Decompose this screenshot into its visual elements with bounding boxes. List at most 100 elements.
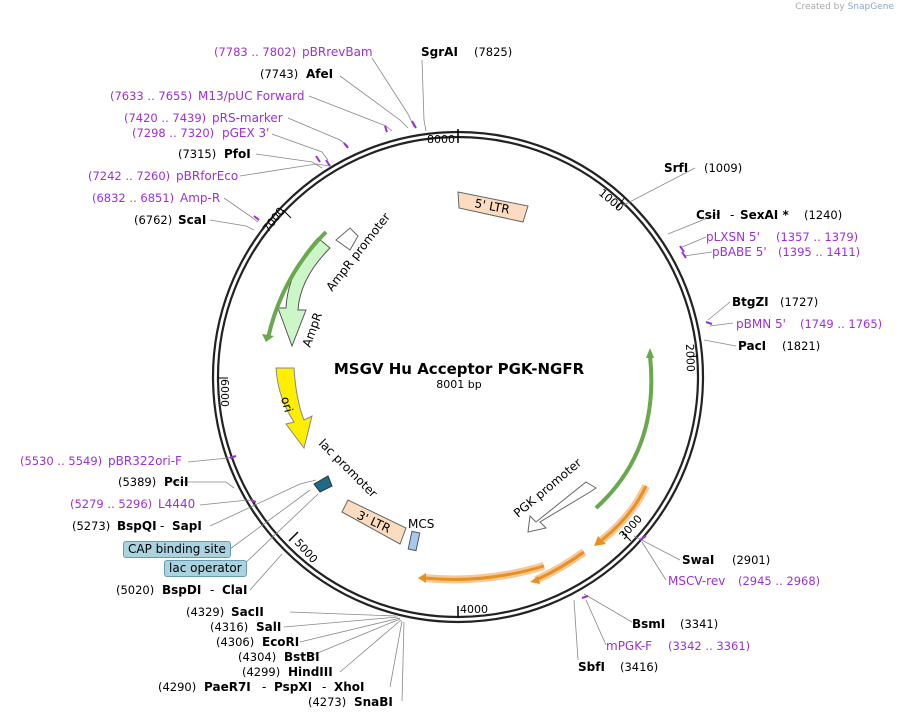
- feature-ori[interactable]: ori: [275, 367, 313, 450]
- l4440-pos: (5279 .. 5296): [70, 497, 152, 511]
- pgex-label[interactable]: pGEX 3': [222, 126, 269, 140]
- bspqi-dash: -: [160, 519, 164, 533]
- ecori-pos: (4306): [216, 635, 254, 649]
- bsmi-pos: (3341): [680, 617, 718, 631]
- paer7i-pos: (4290): [158, 680, 196, 694]
- pfoi-label[interactable]: PfoI: [224, 147, 251, 161]
- sgrai-label[interactable]: SgrAI: [421, 45, 458, 59]
- plasmid-title: MSGV Hu Acceptor PGK-NGFR: [334, 360, 585, 378]
- ruler-ticks: [218, 129, 699, 617]
- pspxi-label[interactable]: PspXI: [274, 680, 312, 694]
- sbfi-label[interactable]: SbfI: [578, 660, 605, 674]
- csii-dash: -: [730, 208, 734, 222]
- snabi-label[interactable]: SnaBI: [354, 695, 393, 709]
- mscv-label[interactable]: MSCV-rev: [668, 574, 725, 588]
- pbrrevbam-label[interactable]: pBRrevBam: [302, 45, 373, 59]
- orf-arrow-left-head: [262, 334, 274, 342]
- cap-binding-site-label[interactable]: CAP binding site: [123, 541, 231, 558]
- bspdi-pos: (5020): [116, 583, 154, 597]
- paer7i-dash: -: [262, 680, 266, 694]
- csii-label[interactable]: CsiI: [696, 208, 721, 222]
- bspdi-dash: -: [210, 583, 214, 597]
- ampr-primer-label[interactable]: Amp-R: [180, 191, 220, 205]
- paci-pos: (1821): [782, 339, 820, 353]
- swai-label[interactable]: SwaI: [682, 553, 714, 567]
- feature-5ltr[interactable]: 5' LTR: [457, 191, 529, 223]
- tick-1000: 1000: [596, 186, 626, 214]
- mpgk-label[interactable]: mPGK-F: [606, 639, 652, 653]
- pbr322-pos: (5530 .. 5549): [20, 454, 102, 468]
- ampr-primer-pos: (6832 .. 6851): [92, 191, 174, 205]
- snapgene-watermark: Created by SnapGene: [795, 2, 894, 12]
- pbabe-pos: (1395 .. 1411): [778, 245, 860, 259]
- srfi-pos: (1009): [704, 161, 742, 175]
- bspqi-label[interactable]: BspQI: [117, 519, 157, 533]
- feature-3ltr[interactable]: 3' LTR: [341, 499, 407, 545]
- feature-5ltr-label: 5' LTR: [473, 196, 510, 217]
- feature-lac-promoter[interactable]: [313, 475, 333, 493]
- clai-label[interactable]: ClaI: [222, 583, 247, 597]
- bsmi-label[interactable]: BsmI: [632, 617, 665, 631]
- pcii-label[interactable]: PciI: [164, 475, 189, 489]
- l4440-label[interactable]: L4440: [158, 497, 195, 511]
- feature-mcs-label: MCS: [408, 517, 434, 531]
- paci-label[interactable]: PacI: [738, 339, 766, 353]
- sacii-pos: (4329): [186, 605, 224, 619]
- snapgene-logo: SnapGene: [847, 2, 894, 12]
- btgzi-pos: (1727): [780, 295, 818, 309]
- snabi-pos: (4273): [308, 695, 346, 709]
- bspqi-pos: (5273): [72, 519, 110, 533]
- feature-mcs[interactable]: [407, 530, 421, 552]
- pbrforeco-pos: (7242 .. 7260): [88, 169, 170, 183]
- pcii-pos: (5389): [118, 475, 156, 489]
- sali-pos: (4316): [210, 620, 248, 634]
- swai-pos: (2901): [732, 553, 770, 567]
- tick-6000: 6000: [218, 379, 231, 407]
- afei-label[interactable]: AfeI: [306, 67, 333, 81]
- ecori-label[interactable]: EcoRI: [262, 635, 299, 649]
- prs-label[interactable]: pRS-marker: [212, 111, 283, 125]
- feature-ampr-promoter-label: AmpR promoter: [323, 210, 393, 294]
- pgex-pos: (7298 .. 7320): [132, 126, 214, 140]
- pfoi-pos: (7315): [178, 147, 216, 161]
- orf-arrow-right: [594, 355, 654, 510]
- pspxi-dash: -: [322, 680, 326, 694]
- pbabe-label[interactable]: pBABE 5': [712, 245, 767, 259]
- tick-8000: 8000: [427, 133, 455, 146]
- pbrforeco-label[interactable]: pBRforEco: [176, 169, 238, 183]
- lac-operator-label[interactable]: lac operator: [164, 560, 247, 577]
- feature-pgk-promoter[interactable]: [527, 481, 597, 533]
- hindiii-label[interactable]: HindIII: [288, 665, 333, 679]
- scai-pos: (6762): [134, 213, 172, 227]
- m13-pos: (7633 .. 7655): [110, 89, 192, 103]
- sapi-label[interactable]: SapI: [172, 519, 202, 533]
- btgzi-label[interactable]: BtgZI: [732, 295, 769, 309]
- paer7i-label[interactable]: PaeR7I: [204, 680, 251, 694]
- pbmn-pos: (1749 .. 1765): [800, 317, 882, 331]
- xhoi-label[interactable]: XhoI: [334, 680, 365, 694]
- sali-label[interactable]: SalI: [256, 620, 281, 634]
- tick-7000: 7000: [260, 205, 287, 235]
- scai-label[interactable]: ScaI: [178, 213, 206, 227]
- bstbi-label[interactable]: BstBI: [284, 650, 320, 664]
- afei-pos: (7743): [260, 67, 298, 81]
- mpgk-pos: (3342 .. 3361): [668, 639, 750, 653]
- csii-pos: (1240): [804, 208, 842, 222]
- plasmid-length: 8001 bp: [436, 378, 481, 391]
- sexai-label[interactable]: SexAI *: [740, 208, 789, 222]
- srfi-label[interactable]: SrfI: [664, 161, 688, 175]
- bstbi-pos: (4304): [238, 650, 276, 664]
- hindiii-pos: (4299): [242, 665, 280, 679]
- pbrrevbam-pos: (7783 .. 7802): [214, 45, 296, 59]
- feature-ampr-promoter[interactable]: [335, 227, 359, 251]
- feature-ori-label: ori: [278, 395, 296, 414]
- plxsn-label[interactable]: pLXSN 5': [706, 230, 760, 244]
- pbmn-label[interactable]: pBMN 5': [736, 317, 786, 331]
- feature-pgk-promoter-label: PGK promoter: [511, 456, 584, 521]
- m13-label[interactable]: M13/pUC Forward: [198, 89, 305, 103]
- orf-arrow-right-head: [646, 348, 654, 358]
- sacii-label[interactable]: SacII: [231, 605, 264, 619]
- pbr322-label[interactable]: pBR322ori-F: [108, 454, 182, 468]
- bspdi-label[interactable]: BspDI: [162, 583, 201, 597]
- plxsn-pos: (1357 .. 1379): [776, 230, 858, 244]
